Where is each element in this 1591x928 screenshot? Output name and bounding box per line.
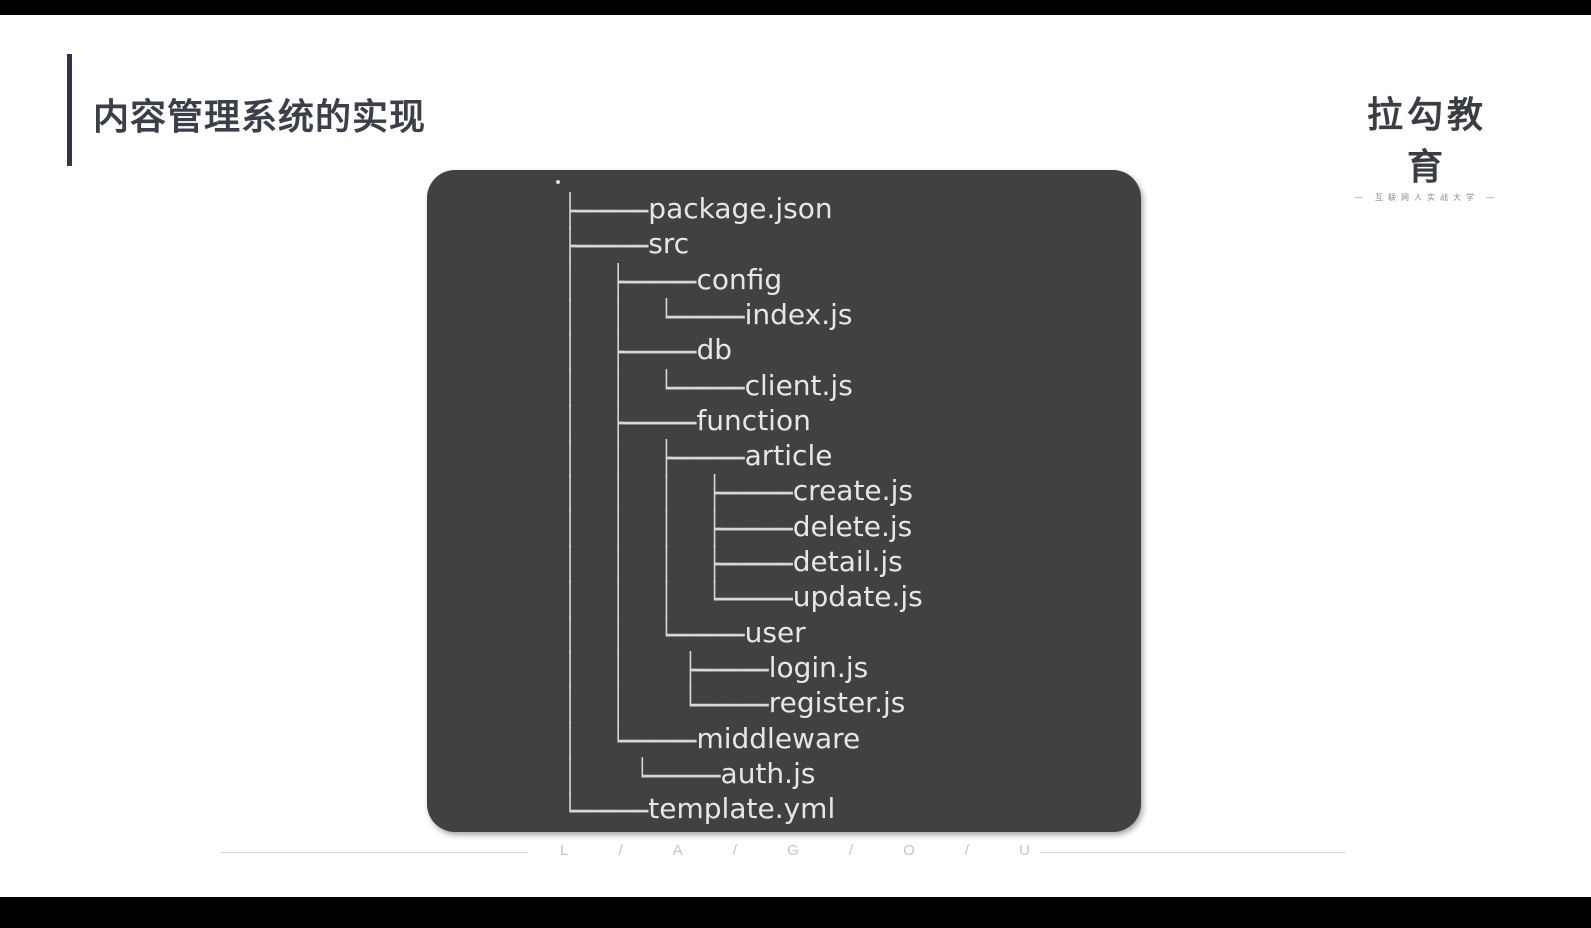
tree-branch-lines: │ │ ├────── — [564, 438, 745, 477]
tree-row: │ │ └──────index.js — [564, 297, 853, 335]
footer-line-left — [221, 852, 528, 853]
tree-row: ├──────package.json — [564, 191, 833, 230]
tree-item-name: db — [696, 333, 732, 367]
tree-item-name: client.js — [744, 368, 853, 402]
tree-item-name: login.js — [768, 650, 869, 684]
tree-item-name: article — [744, 439, 833, 473]
tree-row: │ │ │ ├──────detail.js — [564, 544, 903, 583]
tree-branch-lines: │ │ └────── — [564, 368, 745, 407]
tree-branch-lines: │ ├────── — [564, 332, 697, 372]
directory-tree-panel — [427, 170, 1141, 832]
tree-row: │ └──────auth.js — [564, 756, 816, 794]
logo-tagline: — 互联网人实战大学 — — [1354, 193, 1500, 202]
footer-letter: O — [903, 842, 915, 859]
tree-item-name: user — [744, 615, 806, 649]
tree-branch-lines: │ │ └────── — [564, 297, 745, 336]
tree-branch-lines: │ │ │ ├────── — [564, 473, 793, 513]
tree-branch-lines: │ ├────── — [564, 403, 697, 442]
tree-item-name: create.js — [792, 474, 913, 508]
tree-row: │ │ ├──────article — [564, 438, 833, 477]
tree-item-name: middleware — [696, 721, 861, 755]
tree-row: │ │ └──────client.js — [564, 368, 853, 406]
footer-letter: G — [787, 842, 799, 859]
tree-item-name: src — [648, 227, 690, 261]
tree-row: ├──────src — [564, 226, 690, 265]
tree-row: │ │ └──────user — [564, 615, 806, 653]
tree-branch-lines: ├────── — [564, 191, 649, 230]
footer-letter: / — [732, 842, 737, 859]
tree-branch-lines: │ │ │ ├────── — [564, 544, 793, 583]
tree-item-name: delete.js — [792, 509, 913, 543]
tree-item-name: update.js — [792, 580, 923, 614]
title-accent-bar — [67, 54, 72, 166]
footer-letter: U — [1019, 842, 1030, 859]
tree-branch-lines: │ │ └────── — [564, 685, 769, 725]
footer-line-right — [1040, 852, 1346, 853]
tree-item-name: template.yml — [648, 792, 836, 826]
tree-row: │ ├──────config — [564, 262, 783, 300]
slide-title: 内容管理系统的实现 — [93, 97, 427, 138]
tree-item-name: index.js — [744, 297, 853, 331]
logo-text: 拉勾教育 — [1366, 95, 1487, 188]
tree-row: └──────template.yml — [564, 791, 836, 830]
top-letterbox — [0, 0, 1591, 15]
footer-letter: / — [964, 842, 970, 859]
tree-row: │ │ ├──────login.js — [564, 650, 869, 688]
tree-item-name: config — [696, 262, 783, 296]
tree-row: │ │ │ ├──────delete.js — [564, 509, 913, 547]
tree-branch-lines: │ │ └────── — [564, 615, 745, 654]
footer-lagou: L / A / G / O / U — [560, 842, 1030, 859]
tree-root-dot — [556, 180, 560, 184]
logo: 拉勾教育 — 互联网人实战大学 — — [1352, 86, 1502, 203]
tree-row: │ │ │ └──────update.js — [564, 579, 923, 618]
tree-row: │ ├──────function — [564, 403, 811, 441]
tree-item-name: register.js — [768, 686, 906, 720]
footer-letter: L — [560, 842, 569, 859]
tree-row: │ │ └──────register.js — [564, 685, 906, 724]
footer-letter: A — [672, 842, 683, 859]
tree-item-name: auth.js — [720, 756, 816, 790]
tree-branch-lines: │ │ │ └────── — [564, 579, 793, 619]
tree-row: │ │ │ ├──────create.js — [564, 473, 913, 512]
tree-branch-lines: │ └────── — [564, 756, 721, 795]
footer-letter: / — [618, 842, 623, 859]
tree-branch-lines: ├────── — [564, 226, 649, 266]
tree-item-name: detail.js — [792, 545, 903, 578]
tree-row: │ └──────middleware — [564, 721, 861, 759]
tree-branch-lines: │ │ │ ├────── — [564, 509, 793, 548]
tree-row: │ ├──────db — [564, 332, 732, 371]
tree-item-name: function — [696, 403, 811, 437]
tree-branch-lines: │ │ ├────── — [564, 650, 769, 689]
tree-branch-lines: │ ├────── — [564, 262, 697, 301]
tree-branch-lines: └────── — [564, 791, 649, 830]
tree-item-name: package.json — [648, 192, 833, 225]
tree-branch-lines: │ └────── — [564, 721, 697, 760]
bottom-letterbox — [0, 897, 1591, 928]
footer-letter: / — [848, 842, 854, 859]
